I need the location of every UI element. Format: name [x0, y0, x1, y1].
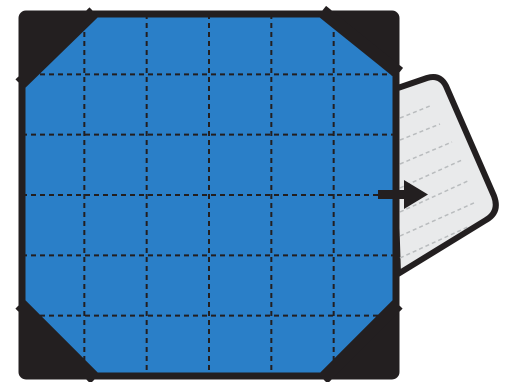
corner-brace-bar [15, 7, 99, 89]
dashed-grid [22, 14, 396, 376]
paper-line [399, 179, 471, 213]
corner-brace-bar [15, 299, 100, 382]
corner-braces [15, 5, 404, 382]
arrow-head [404, 180, 428, 209]
paper-line [399, 159, 463, 189]
paper-line [399, 141, 453, 165]
corner-brace-top-right [317, 5, 404, 79]
corner-brace-top-left [15, 7, 99, 89]
arrow-right-icon [378, 180, 428, 209]
corner-brace-bar [318, 299, 403, 382]
paper-sheet-shape [389, 74, 499, 277]
paper-sheet [389, 74, 499, 277]
arrow-shaft [378, 190, 412, 199]
paper-sheet-lines [399, 105, 477, 259]
corner-brace-bottom-right [318, 299, 403, 382]
paper-line [399, 225, 471, 259]
corner-brace-bar [317, 5, 404, 79]
paper-line [399, 105, 431, 119]
paper-line [399, 123, 441, 141]
corner-brace-bottom-left [15, 299, 100, 382]
